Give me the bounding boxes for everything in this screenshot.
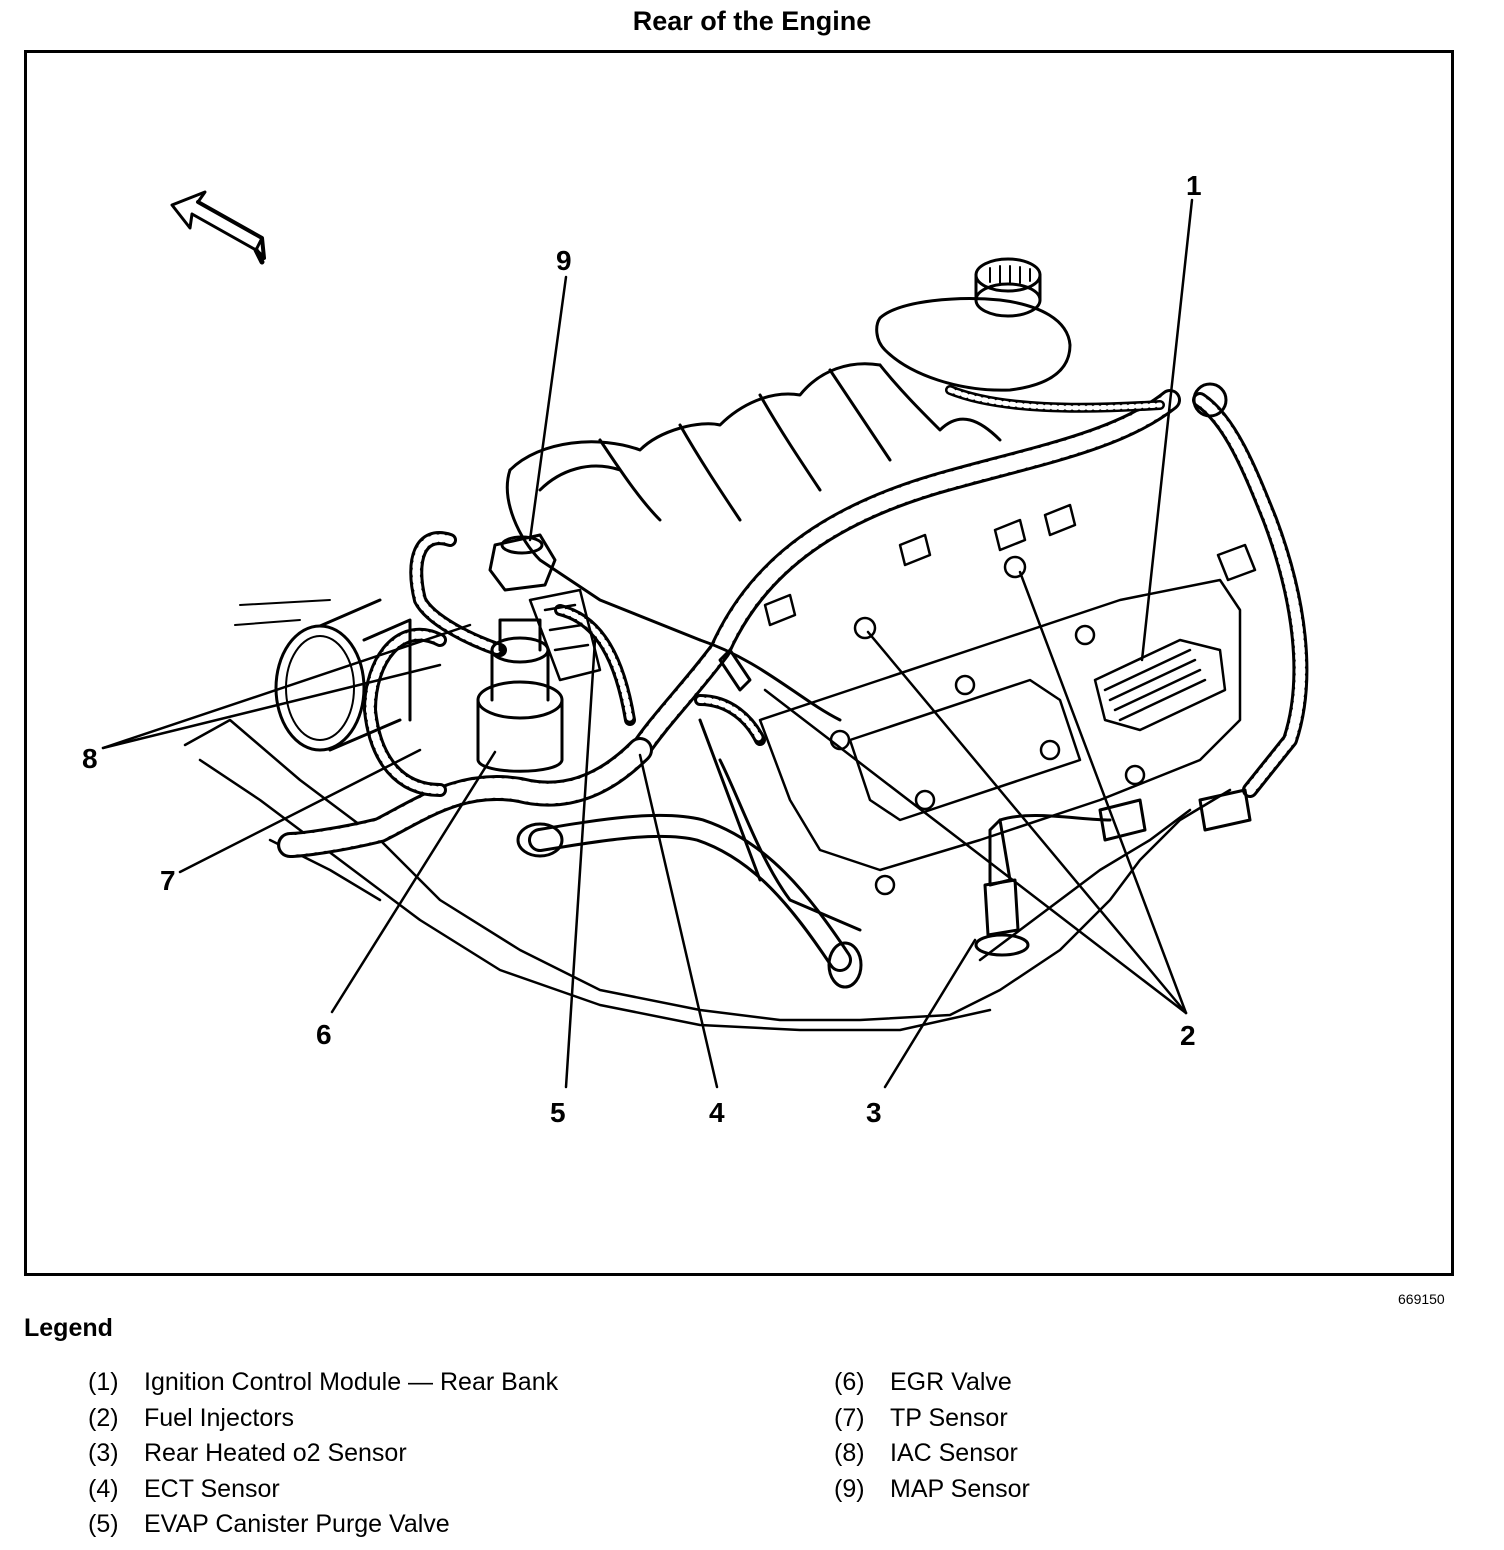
legend-item: (2) Fuel Injectors xyxy=(88,1402,558,1438)
engine-lower-block xyxy=(183,718,1232,1032)
valve-cover xyxy=(758,578,1242,896)
legend-label: ECT Sensor xyxy=(144,1474,280,1503)
legend-item: (8) IAC Sensor xyxy=(834,1437,1030,1473)
legend-number: (5) xyxy=(88,1510,119,1538)
callout-3: 3 xyxy=(866,1097,882,1128)
legend-label: MAP Sensor xyxy=(890,1474,1030,1503)
fuel-injectors xyxy=(763,503,1257,640)
diagram-frame xyxy=(24,50,1454,1276)
legend-label: EVAP Canister Purge Valve xyxy=(144,1510,450,1538)
callout-numbers: 1 2 3 4 5 6 7 8 9 xyxy=(82,170,1202,1128)
legend-label: Rear Heated o2 Sensor xyxy=(144,1439,407,1467)
throttle-body xyxy=(234,598,412,752)
figure-number: 669150 xyxy=(1398,1291,1445,1307)
legend-label: IAC Sensor xyxy=(890,1439,1018,1467)
legend-heading: Legend xyxy=(24,1314,113,1342)
callout-leader-lines xyxy=(101,198,1194,1089)
legend-item: (5) EVAP Canister Purge Valve xyxy=(88,1508,558,1544)
legend-item: (4) ECT Sensor xyxy=(88,1473,558,1509)
legend-number: (2) xyxy=(88,1403,119,1432)
callout-7: 7 xyxy=(160,865,176,896)
rear-heated-o2-sensor xyxy=(974,788,1252,957)
evap-purge-valve xyxy=(528,588,602,682)
legend-number: (3) xyxy=(88,1439,119,1467)
legend-left-column: (1) Ignition Control Module — Rear Bank (… xyxy=(88,1366,558,1544)
callout-2: 2 xyxy=(1180,1020,1196,1051)
legend-number: (4) xyxy=(88,1474,119,1503)
legend-number: (1) xyxy=(88,1368,119,1396)
wiring-harness xyxy=(277,382,1309,858)
legend-item: (3) Rear Heated o2 Sensor xyxy=(88,1437,558,1473)
legend-label: Ignition Control Module — Rear Bank xyxy=(144,1368,559,1396)
ignition-control-module xyxy=(1093,638,1227,732)
callout-6: 6 xyxy=(316,1019,332,1050)
coolant-reservoir xyxy=(875,257,1072,392)
direction-arrow-icon xyxy=(170,190,266,265)
legend-label: Fuel Injectors xyxy=(144,1403,295,1432)
legend-number: (9) xyxy=(834,1474,865,1503)
legend-item: (7) TP Sensor xyxy=(834,1402,1030,1438)
intake-manifold xyxy=(505,362,1002,642)
callout-9: 9 xyxy=(556,245,572,276)
ect-sensor xyxy=(698,638,842,722)
legend-number: (8) xyxy=(834,1439,865,1467)
egr-valve xyxy=(476,618,564,773)
callout-8: 8 xyxy=(82,743,98,774)
map-sensor xyxy=(488,533,557,592)
coolant-hoses xyxy=(516,718,863,989)
legend-item: (9) MAP Sensor xyxy=(834,1473,1030,1509)
legend-label: TP Sensor xyxy=(890,1403,1008,1432)
legend-number: (7) xyxy=(834,1403,865,1432)
legend-label: EGR Valve xyxy=(890,1368,1012,1396)
engine-illustration: 1 2 3 4 5 6 7 8 9 xyxy=(82,170,1309,1128)
diagram-title: Rear of the Engine xyxy=(632,6,872,36)
legend-number: (6) xyxy=(834,1368,865,1396)
callout-1: 1 xyxy=(1186,170,1202,201)
legend-right-column: (6)EGR Valve (7)TP Sensor (8)IAC Sensor … xyxy=(834,1366,1030,1508)
legend-item: (6) EGR Valve xyxy=(834,1366,1030,1402)
callout-5: 5 xyxy=(550,1097,566,1128)
legend-item: (1) Ignition Control Module — Rear Bank xyxy=(88,1366,558,1402)
callout-4: 4 xyxy=(709,1097,725,1128)
